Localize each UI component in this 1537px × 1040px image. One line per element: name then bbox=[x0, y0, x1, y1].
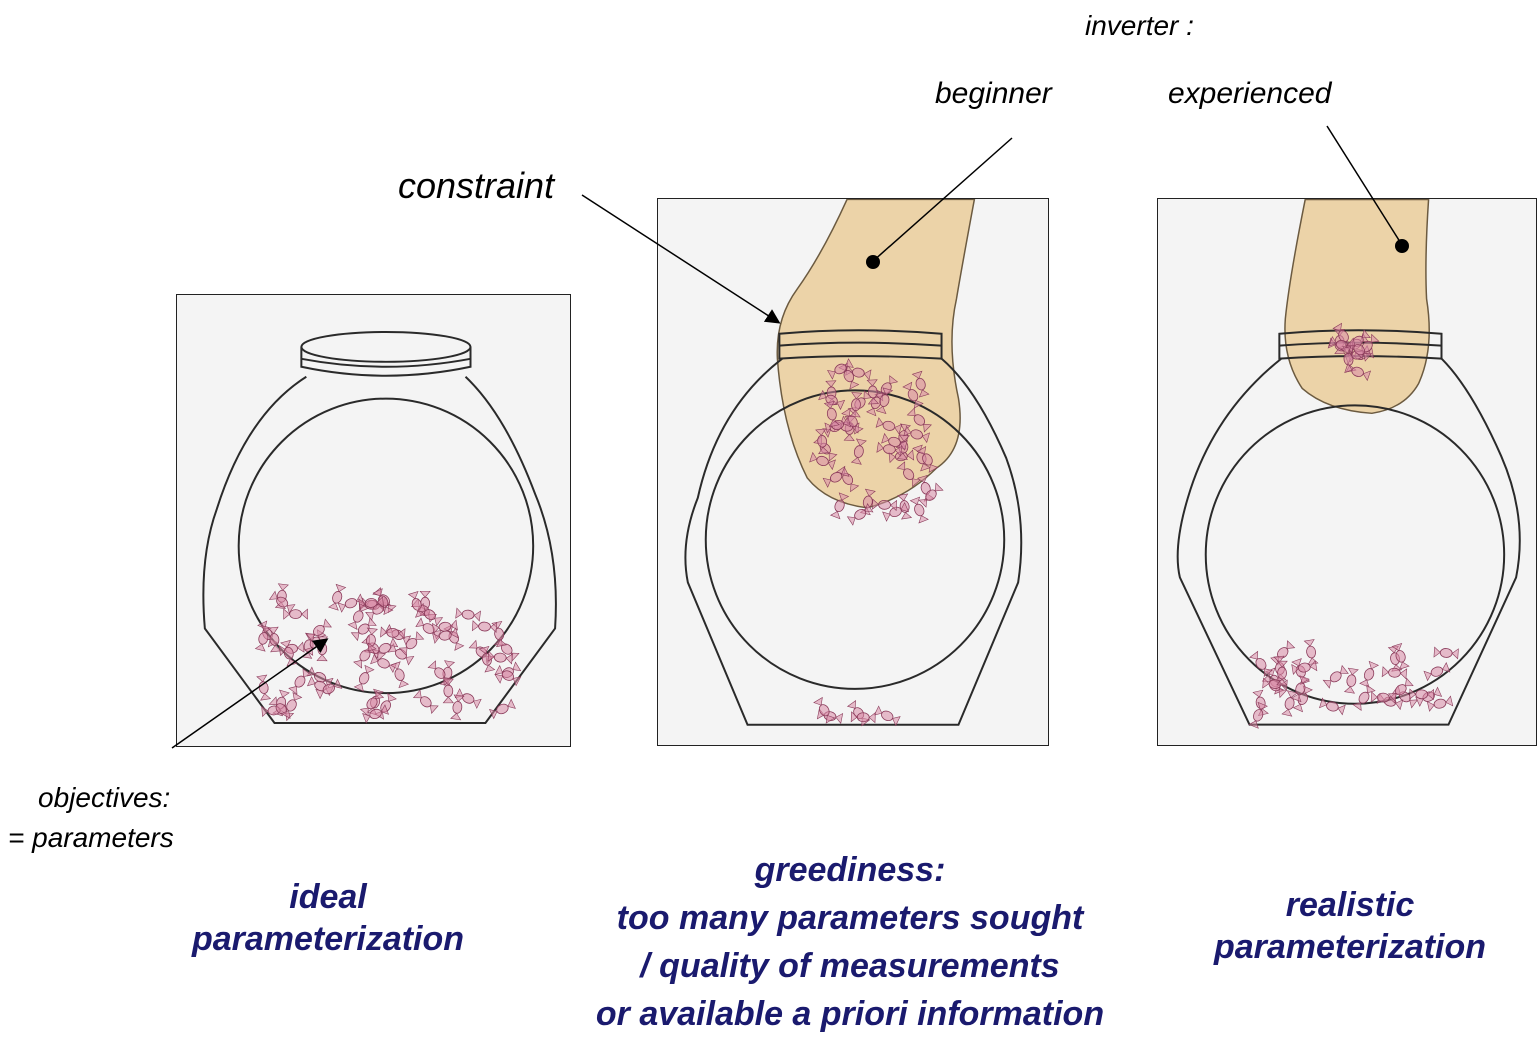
candy bbox=[1434, 647, 1459, 659]
objectives-line1: objectives: bbox=[8, 778, 174, 818]
caption-realistic: realistic parameterization bbox=[1170, 884, 1530, 968]
candy bbox=[257, 675, 271, 700]
candy bbox=[1282, 691, 1297, 716]
objectives-label: objectives: = parameters bbox=[8, 778, 174, 858]
jar-greediness-illustration bbox=[658, 199, 1048, 745]
candy bbox=[414, 690, 439, 713]
caption-ideal: ideal parameterization bbox=[148, 876, 508, 960]
candy bbox=[289, 669, 311, 694]
candy bbox=[490, 699, 516, 718]
candy bbox=[472, 621, 497, 633]
candy bbox=[1360, 661, 1378, 687]
candy bbox=[1320, 698, 1346, 714]
experienced-label: experienced bbox=[1168, 77, 1331, 111]
caption-greediness-line2: too many parameters sought bbox=[520, 894, 1180, 942]
candy bbox=[451, 695, 464, 720]
caption-greediness: greediness: too many parameters sought /… bbox=[520, 846, 1180, 1038]
constraint-label: constraint bbox=[398, 165, 554, 207]
candy bbox=[874, 706, 900, 725]
inverter-label: inverter : bbox=[1085, 10, 1194, 42]
jar-panel-realistic bbox=[1157, 198, 1537, 746]
candy bbox=[371, 654, 397, 672]
candy-pile-realistic bbox=[1249, 639, 1458, 728]
beginner-label: beginner bbox=[935, 77, 1052, 111]
jar-panel-ideal bbox=[176, 294, 571, 747]
jar-realistic-illustration bbox=[1158, 199, 1536, 745]
jar-ideal-illustration bbox=[177, 295, 570, 746]
candy bbox=[284, 609, 308, 619]
caption-ideal-line1: ideal bbox=[148, 876, 508, 918]
caption-realistic-line2: parameterization bbox=[1170, 926, 1530, 968]
candy bbox=[479, 647, 494, 673]
caption-ideal-line2: parameterization bbox=[148, 918, 508, 960]
hand-experienced bbox=[1285, 199, 1429, 413]
jar-panel-greediness bbox=[657, 198, 1049, 746]
candy bbox=[354, 643, 376, 668]
hand-beginner bbox=[777, 199, 974, 507]
caption-greediness-line1: greediness: bbox=[520, 846, 1180, 894]
candy bbox=[1304, 639, 1318, 664]
caption-greediness-line3: / quality of measurements bbox=[520, 942, 1180, 990]
candy bbox=[354, 665, 373, 691]
candy bbox=[1323, 666, 1348, 689]
caption-realistic-line1: realistic bbox=[1170, 884, 1530, 926]
candy bbox=[456, 608, 481, 621]
caption-greediness-line4: or available a priori information bbox=[520, 990, 1180, 1038]
candy bbox=[391, 662, 409, 688]
candy-bottom-greediness bbox=[814, 697, 900, 725]
candy bbox=[1382, 667, 1407, 679]
objectives-line2: = parameters bbox=[8, 818, 174, 858]
candy-pile-ideal bbox=[255, 584, 520, 723]
